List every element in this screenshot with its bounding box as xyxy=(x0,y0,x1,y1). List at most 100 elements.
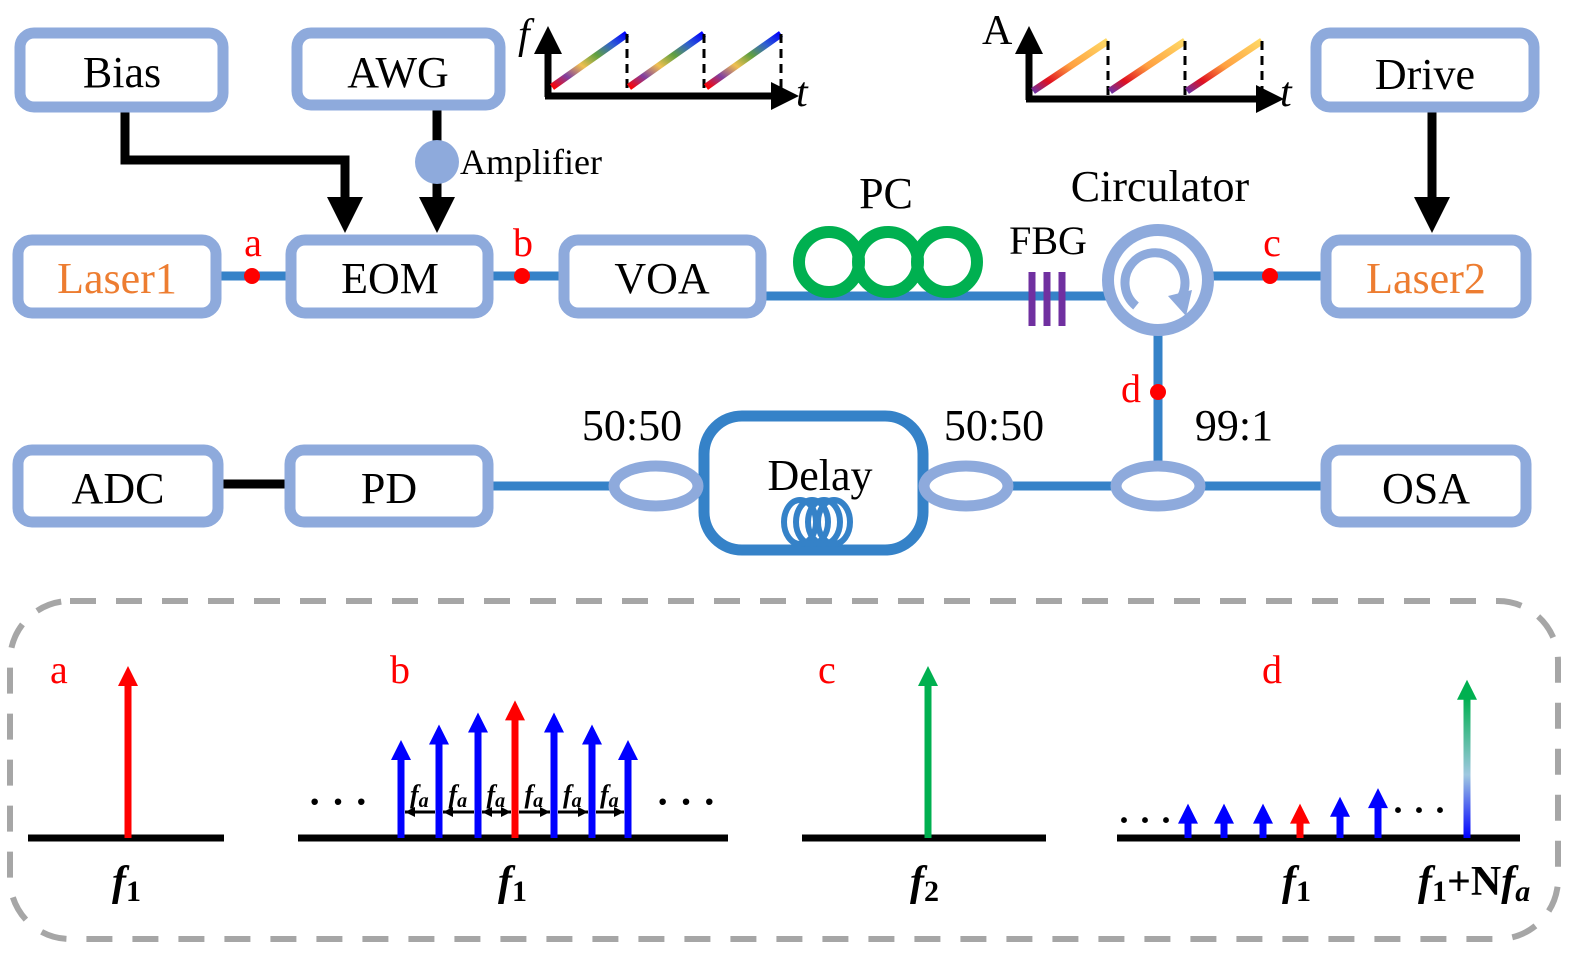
spectrum-b-ellipsis-left: · · · xyxy=(308,779,368,824)
pc-label: PC xyxy=(859,169,913,218)
spectrum-d-arrowhead-f1-2fa xyxy=(1214,803,1234,824)
spectrum-d-arrowhead-f1+2fa xyxy=(1368,788,1388,809)
spectrum-b-line-f1-fa xyxy=(474,730,482,838)
coupler-50-50-left[interactable] xyxy=(608,460,704,512)
drive-inset-y-label: A xyxy=(982,8,1013,54)
point-d xyxy=(1150,384,1166,400)
spectrum-d-xlabel-f1-plus-nfa: f1+Nfa xyxy=(1418,859,1530,908)
spectrum-d-line-f1+Nfa xyxy=(1463,697,1471,838)
osa-box[interactable]: OSA xyxy=(1320,444,1532,528)
point-b xyxy=(514,268,530,284)
laser2-box[interactable]: Laser2 xyxy=(1320,234,1532,319)
circulator-label: Circulator xyxy=(1071,162,1250,211)
spectrum-b-line-f1 xyxy=(511,718,519,838)
amplifier-label: Amplifier xyxy=(460,142,602,182)
spectrum-b-arrowhead-f1 xyxy=(505,700,525,721)
laser2-label: Laser2 xyxy=(1366,254,1486,303)
spectrum-b-spacing-label: fa xyxy=(600,780,619,812)
eom-label: EOM xyxy=(341,254,439,303)
drive-label: Drive xyxy=(1375,50,1475,99)
spectrum-b-arrowhead-f1-fa xyxy=(468,712,488,733)
spectrum-b-line-f1-2fa xyxy=(435,742,443,838)
spectrum-d-line-f1-fa xyxy=(1259,821,1267,838)
spectra-panel-border xyxy=(7,598,1561,942)
awg-inset-ramp xyxy=(626,31,707,90)
eom-box[interactable]: EOM xyxy=(285,234,494,319)
spectrum-b-arrowhead-f1+3fa xyxy=(618,739,638,760)
spectrum-b-spacing-arrowhead xyxy=(614,807,624,817)
spectrum-b-spacing-label: fa xyxy=(410,780,429,812)
voa-box[interactable]: VOA xyxy=(558,234,767,319)
spectrum-d-xlabel-f1: f1 xyxy=(1282,859,1311,908)
spectrum-b-spacing-label: fa xyxy=(563,780,582,812)
drive-inset-ramp xyxy=(1108,38,1187,94)
awg-inset-ramp xyxy=(703,31,784,90)
fiber-spool-icon xyxy=(815,497,853,547)
laser1-label: Laser1 xyxy=(57,254,177,303)
coupler2-ratio: 50:50 xyxy=(944,401,1044,450)
drive-inset-ramp xyxy=(1185,38,1264,94)
point-b-label: b xyxy=(513,220,533,265)
spectrum-c-line-f2 xyxy=(924,684,932,838)
awg-inset-x-label: t xyxy=(796,70,809,116)
coupler3-ratio: 99:1 xyxy=(1195,401,1273,450)
spectrum-b-spacing-label: fa xyxy=(449,780,468,812)
point-d-label: d xyxy=(1121,366,1141,411)
spectrum-a-line-f1 xyxy=(124,684,132,838)
adc-box[interactable]: ADC xyxy=(12,444,224,528)
polarization-controller[interactable] xyxy=(793,226,983,298)
awg-label: AWG xyxy=(347,48,449,97)
spectrum-b-arrowhead-f1+2fa xyxy=(582,724,602,745)
spectrum-b-line-f1-3fa xyxy=(397,757,405,838)
awg-inset-ramp xyxy=(549,31,630,90)
spectrum-b-spacing-label: fa xyxy=(525,780,544,812)
bias-to-eom-line xyxy=(120,110,363,233)
awg-inset-y-label: f xyxy=(518,12,535,58)
fbg-grating[interactable] xyxy=(1028,272,1066,326)
spectrum-b-spacing-arrowhead xyxy=(501,807,511,817)
bias-label: Bias xyxy=(83,48,161,97)
coupler-99-1[interactable] xyxy=(1110,460,1206,512)
drive-inset-x-label: t xyxy=(1280,70,1293,116)
spectrum-b-title: b xyxy=(390,647,410,692)
circulator[interactable] xyxy=(1102,224,1214,336)
spectrum-d-arrowhead-f1 xyxy=(1290,803,1310,824)
pd-box[interactable]: PD xyxy=(284,444,494,528)
laser1-box[interactable]: Laser1 xyxy=(12,234,222,319)
coupler-50-50-right[interactable] xyxy=(918,460,1014,512)
spectrum-b-xlabel: f1 xyxy=(498,859,527,908)
coupler1-ratio: 50:50 xyxy=(582,401,682,450)
spectrum-c-title: c xyxy=(818,647,836,692)
voa-label: VOA xyxy=(614,254,710,303)
delay-label: Delay xyxy=(767,451,872,500)
spectrum-b-spacing-arrowhead xyxy=(405,807,415,817)
spectrum-d-line-f1-2fa xyxy=(1220,821,1228,838)
spectrum-d-ellipsis-left: · · · xyxy=(1118,800,1172,840)
drive-inset-ramp xyxy=(1031,38,1110,94)
spectrum-b-spacing-label: fa xyxy=(487,780,506,812)
spectrum-d-ellipsis-right: · · · xyxy=(1392,790,1446,830)
adc-label: ADC xyxy=(72,464,165,513)
pd-label: PD xyxy=(361,464,417,513)
osa-label: OSA xyxy=(1382,464,1470,513)
bias-box[interactable]: Bias xyxy=(14,27,229,113)
spectrum-b-spacing-arrowhead xyxy=(443,807,453,817)
spectrum-b-ellipsis-right: · · · xyxy=(656,779,716,824)
spectrum-b-spacing-arrowhead xyxy=(540,807,550,817)
circulator-arrow-icon xyxy=(1120,248,1190,310)
spectrum-d-line-f1-3fa xyxy=(1184,821,1192,838)
spectrum-b-spacing-arrowhead xyxy=(482,807,492,817)
drive-box[interactable]: Drive xyxy=(1310,27,1540,113)
spectrum-a-arrowhead-f1 xyxy=(118,666,138,686)
spectrum-b-line-f1+2fa xyxy=(588,742,596,838)
spectrum-b-arrowhead-f1-2fa xyxy=(429,724,449,745)
delay-line[interactable]: Delay xyxy=(698,410,929,556)
point-c-label: c xyxy=(1263,220,1281,265)
point-a xyxy=(244,268,260,284)
spectrum-d-arrowhead-f1+Nfa xyxy=(1457,679,1477,700)
point-c xyxy=(1262,268,1278,284)
spectrum-d-arrowhead-f1-fa xyxy=(1253,803,1273,824)
spectrum-d-title: d xyxy=(1262,647,1282,692)
awg-box[interactable]: AWG xyxy=(291,27,506,111)
